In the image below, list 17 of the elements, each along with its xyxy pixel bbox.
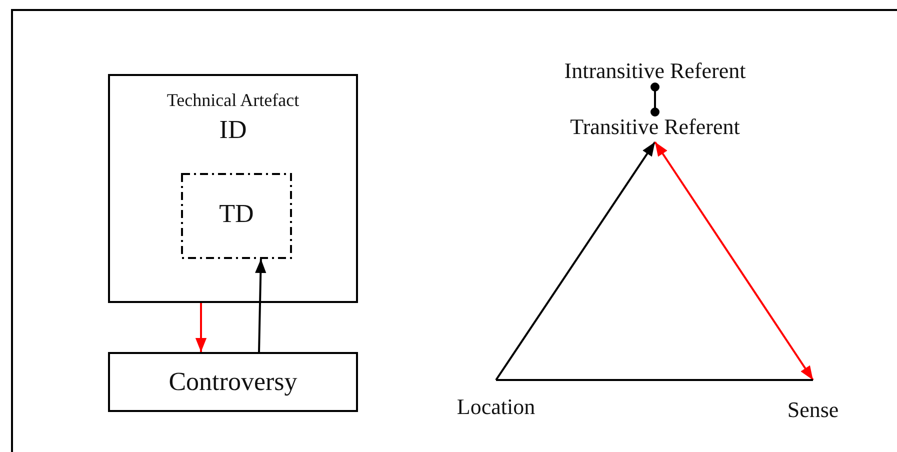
node-label: Transitive Referent [570, 114, 740, 140]
box-label: Controversy [168, 367, 298, 397]
arrow [495, 141, 656, 381]
node-label: Intransitive Referent [564, 58, 746, 84]
process-box [108, 74, 358, 303]
arrow [654, 141, 814, 381]
line [496, 379, 813, 381]
box-title: Technical Artefact [166, 90, 300, 111]
box-label: TD [218, 199, 255, 229]
arrow [255, 258, 266, 352]
arrow [195, 303, 207, 352]
box-label: ID [218, 114, 248, 145]
process-box [108, 352, 358, 412]
dashed-box [181, 173, 292, 259]
node-label: Location [456, 394, 536, 420]
connector [650, 82, 660, 116]
node-label: Sense [787, 397, 839, 422]
